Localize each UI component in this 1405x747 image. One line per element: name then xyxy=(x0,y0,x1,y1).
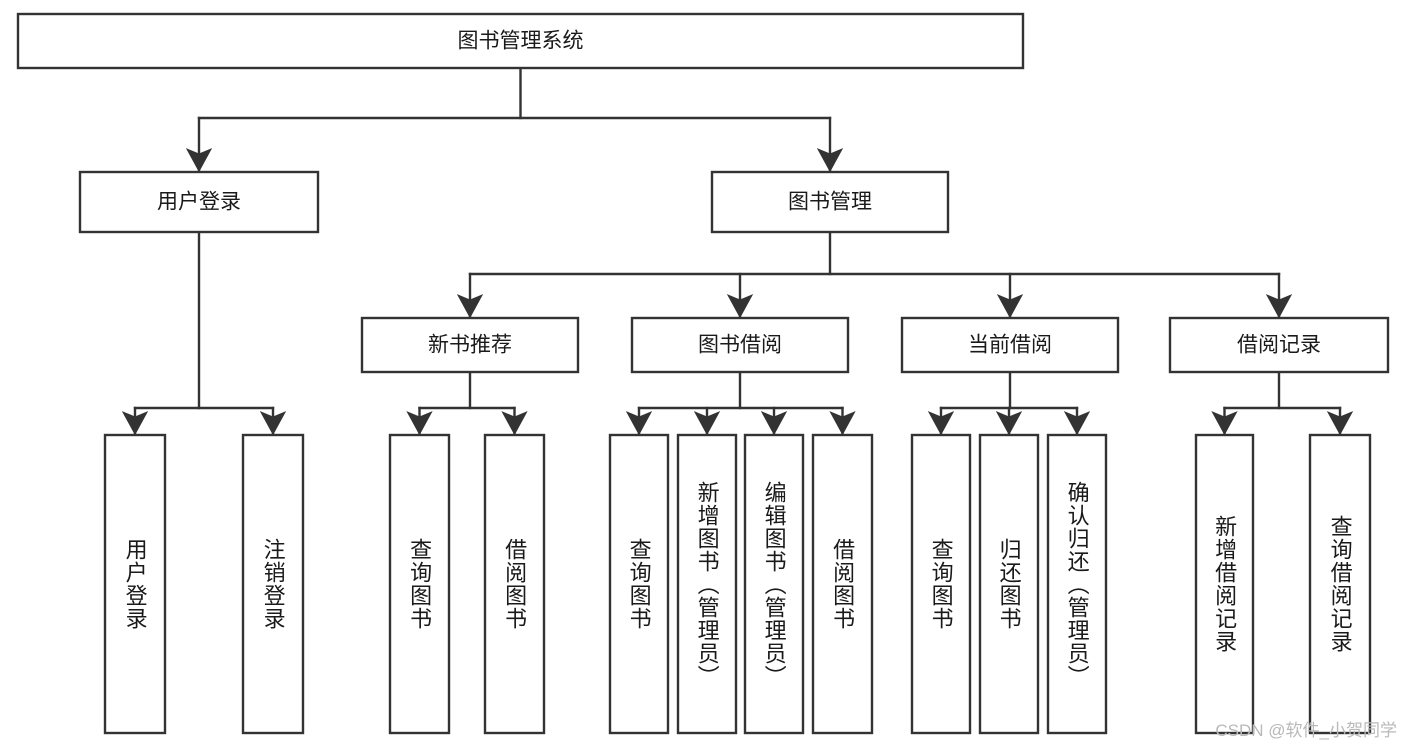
node-leaf-3[interactable] xyxy=(483,433,546,735)
node-level1-1[interactable]: 图书管理 xyxy=(710,170,950,234)
node-label: 用户登录 xyxy=(157,191,241,214)
node-box[interactable] xyxy=(388,433,451,735)
node-leaf-9[interactable] xyxy=(978,433,1040,735)
node-level2-2[interactable]: 当前借阅 xyxy=(900,316,1120,374)
connector-lines xyxy=(121,66,1354,436)
node-box[interactable] xyxy=(241,433,305,735)
node-label: 图书借阅 xyxy=(698,334,782,357)
node-box[interactable] xyxy=(710,170,950,234)
node-box[interactable] xyxy=(360,316,580,374)
node-label: 图书管理 xyxy=(788,191,872,214)
node-label: 新书推荐 xyxy=(428,334,512,357)
node-leaf-6[interactable] xyxy=(743,433,805,735)
node-leaf-1[interactable] xyxy=(241,433,305,735)
node-box[interactable] xyxy=(743,433,805,735)
node-box[interactable] xyxy=(676,433,738,735)
node-leaf-10[interactable] xyxy=(1046,433,1108,735)
node-box[interactable] xyxy=(16,12,1025,70)
node-label: 当前借阅 xyxy=(968,334,1052,357)
node-box[interactable] xyxy=(608,433,670,735)
node-leaf-4[interactable] xyxy=(608,433,670,735)
node-box[interactable] xyxy=(1308,433,1372,735)
node-level2-1[interactable]: 图书借阅 xyxy=(630,316,850,374)
node-box[interactable] xyxy=(103,433,167,735)
node-root-0[interactable]: 图书管理系统 xyxy=(16,12,1025,70)
node-leaf-11[interactable] xyxy=(1194,433,1255,735)
node-leaf-5[interactable] xyxy=(676,433,738,735)
node-box[interactable] xyxy=(978,433,1040,735)
node-level1-0[interactable]: 用户登录 xyxy=(78,170,320,234)
node-box[interactable] xyxy=(78,170,320,234)
node-leaf-2[interactable] xyxy=(388,433,451,735)
node-box[interactable] xyxy=(1194,433,1255,735)
node-box[interactable] xyxy=(811,433,874,735)
node-box[interactable] xyxy=(1168,316,1390,374)
node-label: 借阅记录 xyxy=(1237,334,1321,357)
node-level2-0[interactable]: 新书推荐 xyxy=(360,316,580,374)
node-leaf-8[interactable] xyxy=(910,433,972,735)
node-label: 图书管理系统 xyxy=(458,30,584,53)
node-leaf-7[interactable] xyxy=(811,433,874,735)
node-box[interactable] xyxy=(483,433,546,735)
node-box[interactable] xyxy=(1046,433,1108,735)
node-box[interactable] xyxy=(630,316,850,374)
node-leaf-0[interactable] xyxy=(103,433,167,735)
node-level2-3[interactable]: 借阅记录 xyxy=(1168,316,1390,374)
node-leaf-12[interactable] xyxy=(1308,433,1372,735)
node-box[interactable] xyxy=(900,316,1120,374)
watermark-text: CSDN @软件_小贺同学 xyxy=(1215,721,1397,740)
node-box[interactable] xyxy=(910,433,972,735)
